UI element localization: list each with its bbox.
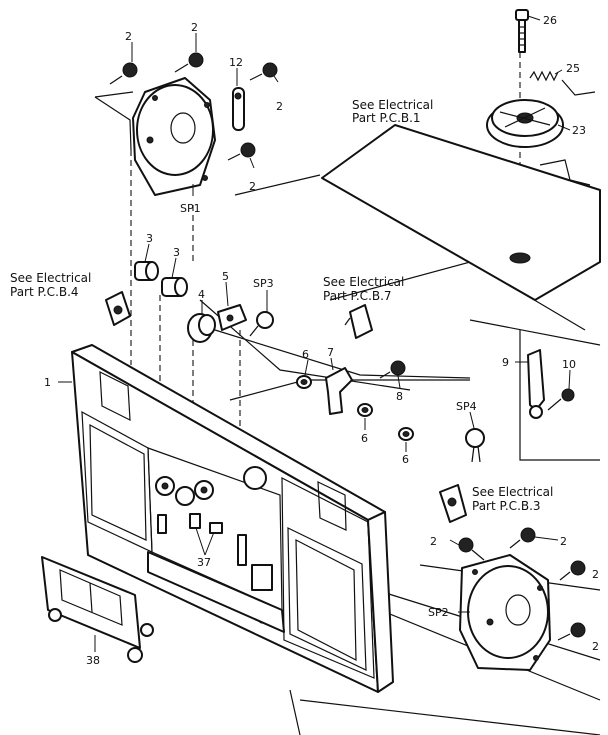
screws-sp1	[109, 52, 278, 161]
callout-6c: 6	[402, 453, 409, 466]
pcb4-connector	[105, 291, 131, 326]
screw-icon	[249, 62, 278, 81]
note-pcb7-line1: See Electrical	[323, 275, 404, 289]
part-25-spring	[529, 70, 596, 96]
part-5-bracket	[217, 304, 247, 331]
callout-26: 26	[543, 14, 557, 27]
screw-icon	[458, 537, 485, 561]
callout-10: 10	[562, 358, 576, 371]
callout-8: 8	[396, 390, 403, 403]
callout-sp1: SP1	[180, 202, 201, 215]
note-pcb3-line2: Part P.C.B.3	[472, 499, 541, 513]
callout-2a: 2	[125, 30, 132, 43]
callout-sp3: SP3	[253, 277, 274, 290]
note-pcb4-line2: Part P.C.B.4	[10, 285, 79, 299]
callout-sp2: SP2	[428, 606, 449, 619]
note-pcb1-line1: See Electrical	[352, 98, 433, 112]
callout-2h: 2	[592, 640, 599, 653]
callout-2e: 2	[430, 535, 437, 548]
part-7-bracket	[325, 367, 353, 415]
electrical-notes: See Electrical Part P.C.B.1 See Electric…	[10, 98, 553, 513]
part-10-screw	[547, 388, 575, 411]
callout-2g: 2	[592, 568, 599, 581]
part-4-knob	[187, 313, 216, 343]
pcb7-connector	[344, 304, 373, 339]
callout-9: 9	[502, 356, 509, 369]
screw-icon	[174, 52, 204, 73]
leader-lines	[58, 15, 571, 652]
callout-12: 12	[229, 56, 243, 69]
callout-6b: 6	[361, 432, 368, 445]
screw-icon	[509, 527, 536, 549]
callout-6a: 6	[302, 348, 309, 361]
callout-2f: 2	[560, 535, 567, 548]
speaker-sp2	[459, 554, 551, 671]
callout-2b: 2	[191, 21, 198, 34]
cabinet-front-panel	[71, 344, 394, 693]
callout-5: 5	[222, 270, 229, 283]
sp4-component	[465, 428, 485, 463]
callout-3a: 3	[146, 232, 153, 245]
part-38-panel	[41, 556, 154, 663]
callout-37: 37	[197, 556, 211, 569]
callout-2c: 2	[276, 100, 283, 113]
part-9-lever	[527, 349, 545, 419]
part-6-washers	[296, 375, 414, 441]
callout-38: 38	[86, 654, 100, 667]
part-12-clip	[232, 87, 245, 131]
part-8-screw	[379, 360, 406, 379]
note-pcb1-line2: Part P.C.B.1	[352, 111, 421, 125]
part-3-knobs	[134, 261, 188, 297]
screw-icon	[109, 62, 138, 85]
screw-icon	[227, 142, 256, 161]
pcb1-board	[321, 124, 601, 301]
callout-2d: 2	[249, 180, 256, 193]
part-23-pulley	[486, 99, 564, 148]
callout-25: 25	[566, 62, 580, 75]
note-pcb3-line1: See Electrical	[472, 485, 553, 499]
pcb3-connector	[439, 484, 467, 523]
callout-sp4: SP4	[456, 400, 477, 413]
callout-4: 4	[198, 288, 205, 301]
callout-3b: 3	[173, 246, 180, 259]
sp3-component	[249, 311, 274, 337]
callout-23: 23	[572, 124, 586, 137]
screws-sp2	[458, 527, 586, 641]
callout-labels: 1 2 2 2 2 2 2 2 2 3 3 4 5 6 6 6 7 8 9 10…	[44, 14, 599, 667]
speaker-sp1	[132, 77, 216, 196]
callout-7: 7	[327, 346, 334, 359]
part-26-screw	[515, 9, 529, 53]
note-pcb7-line2: Part P.C.B.7	[323, 289, 392, 303]
screw-icon	[557, 622, 586, 641]
screw-icon	[559, 560, 586, 581]
note-pcb4-line1: See Electrical	[10, 271, 91, 285]
callout-1: 1	[44, 376, 51, 389]
